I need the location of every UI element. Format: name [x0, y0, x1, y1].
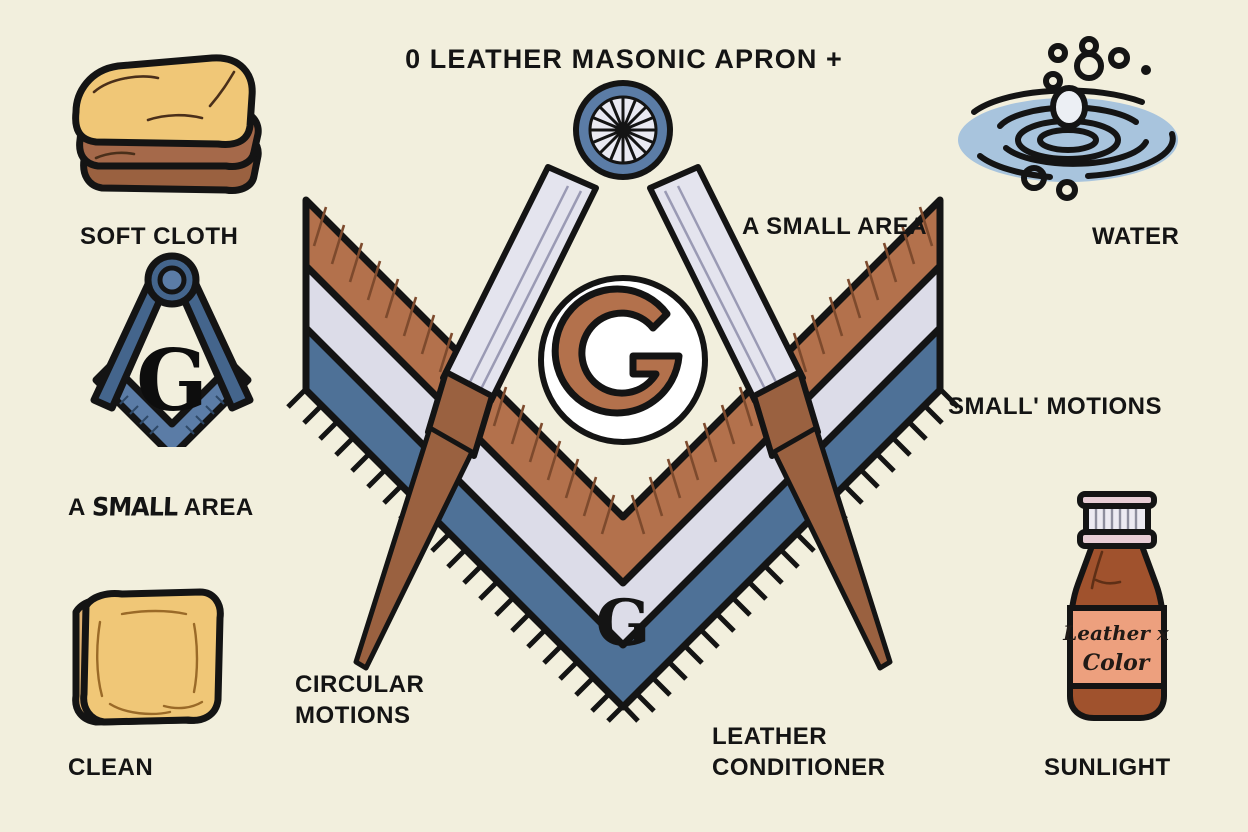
label-a-small-area-left-suffix: AREA — [177, 494, 254, 521]
apron-copper-ribs — [312, 206, 934, 535]
conditioner-bottle-icon: Leather x Color — [1030, 480, 1210, 730]
label-sunlight: SUNLIGHT — [1044, 754, 1171, 781]
water-droplet — [1050, 85, 1088, 129]
label-a-small-area-right: A SMALL AREA — [742, 213, 928, 240]
compass-right-needle — [771, 425, 893, 671]
compass — [353, 80, 893, 671]
apron-svg: G — [286, 80, 960, 723]
square-and-compass-icon: G — [82, 252, 262, 460]
cloth-top — [72, 54, 256, 148]
bottle-label-line2: Color — [1083, 650, 1151, 676]
folded-cloths-svg — [72, 54, 262, 194]
page-title: 0 LEATHER MASONIC APRON + — [405, 44, 843, 74]
water-ripple-icon — [950, 30, 1185, 215]
bottle-label-line1: Leather x — [1062, 621, 1170, 645]
water-ripple-svg — [958, 36, 1178, 201]
bottle-label — [1067, 605, 1167, 689]
label-soft-cloth: SOFT CLOTH — [80, 223, 239, 250]
label-circular-motions: CIRCULAR MOTIONS — [295, 671, 425, 729]
water-bubbles — [1021, 36, 1130, 201]
square-compass-svg: G — [90, 252, 254, 460]
compass-shaft-lines — [466, 185, 780, 392]
sc-letter-g: G — [136, 331, 208, 430]
large-g-emblem — [538, 275, 708, 445]
apron-small-g: G — [596, 586, 651, 661]
label-garbled-small: SMALL — [91, 492, 179, 522]
bottle-shine — [1090, 550, 1122, 590]
conditioner-bottle-svg: Leather x Color — [1062, 491, 1170, 721]
bottle-cap-top — [1077, 491, 1157, 509]
cloth-front-layer — [80, 588, 224, 726]
cloth-square-folds — [96, 609, 204, 716]
cloth-folds — [92, 70, 236, 160]
label-small-motions: SMALL' MOTIONS — [948, 393, 1163, 420]
label-a-small-area-left-prefix: A — [68, 494, 93, 521]
apron-copper-band — [302, 196, 944, 587]
label-clean: CLEAN — [68, 754, 154, 781]
cloth-square-icon — [52, 588, 232, 733]
water-dot — [1141, 65, 1151, 75]
label-leather-conditioner: LEATHER CONDITIONER — [712, 723, 886, 781]
bottle-cap-ridges — [1094, 506, 1138, 532]
compass-left-needle — [353, 425, 475, 671]
sc-hinge-inner — [157, 265, 187, 295]
g-emblem-letter — [551, 285, 683, 417]
cloth-square-svg — [72, 588, 224, 726]
label-a-small-area-left: A SMALL AREA — [68, 492, 348, 524]
folded-cloths-icon — [62, 48, 272, 208]
label-water: WATER — [1092, 223, 1180, 250]
compass-hinge-pin — [616, 123, 630, 137]
masonic-apron-graphic: G — [278, 60, 968, 760]
